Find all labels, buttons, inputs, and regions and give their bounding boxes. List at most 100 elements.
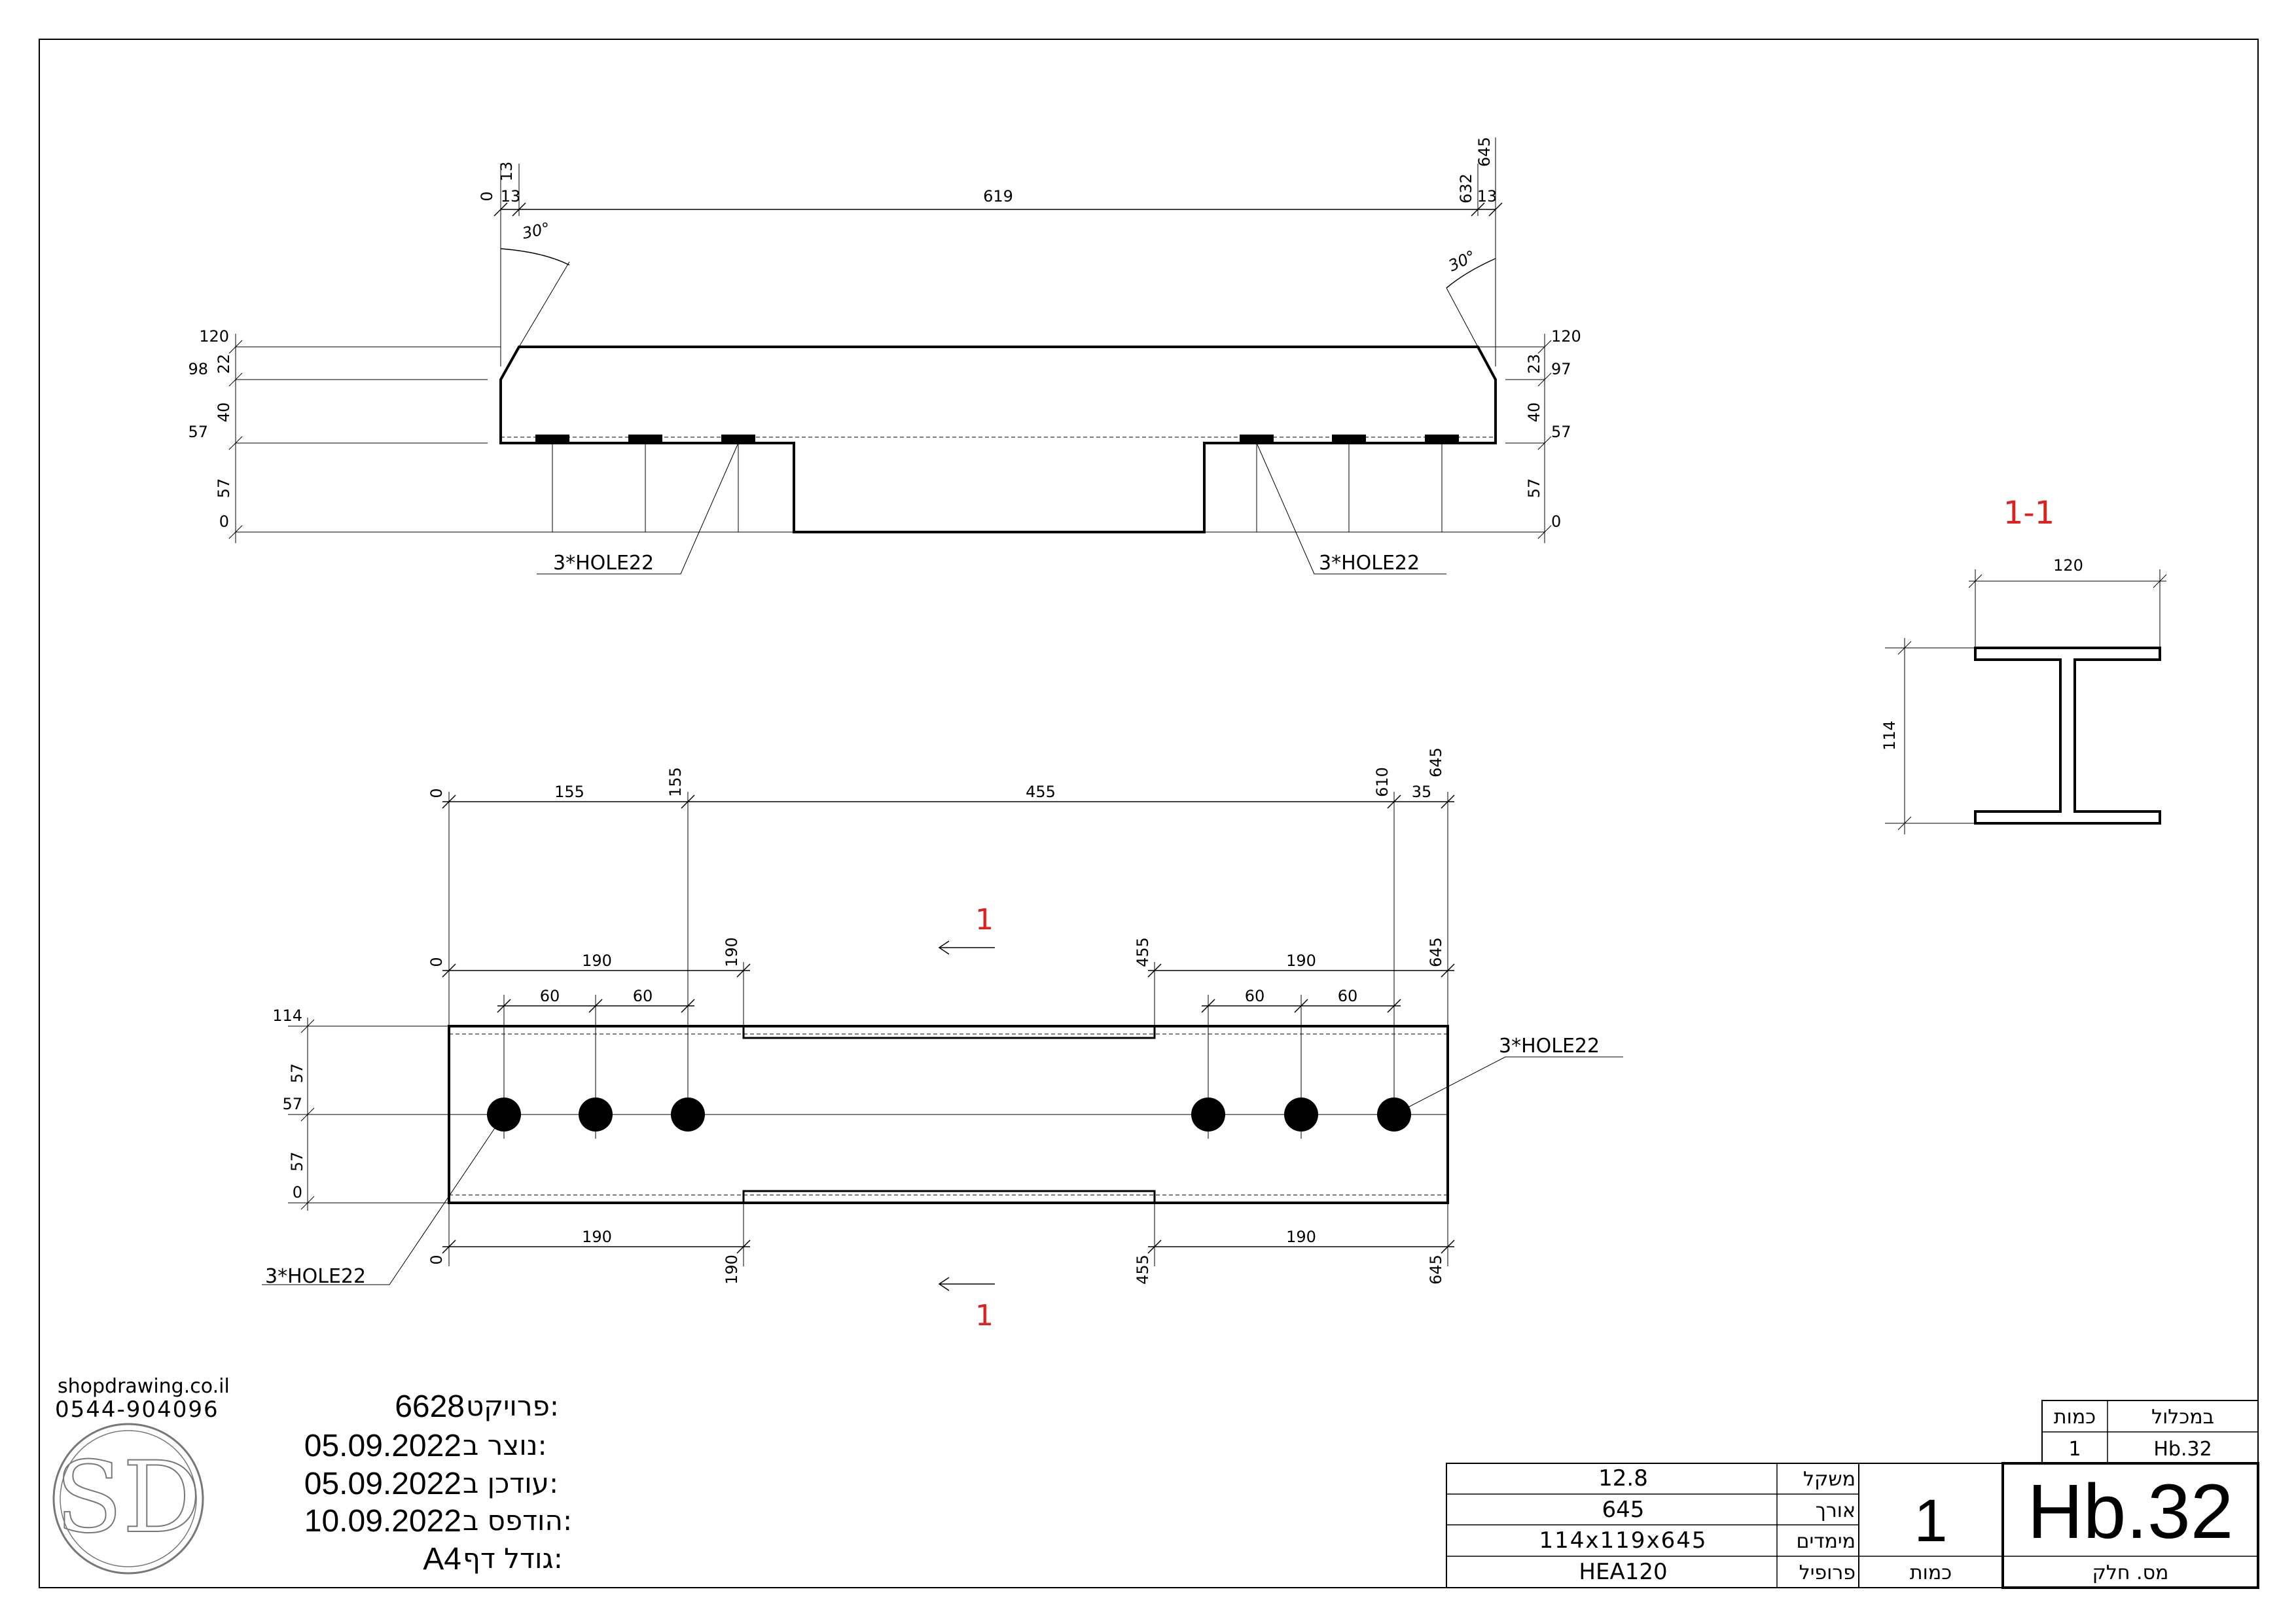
prop-row: 114x119x645 מימדים: [1539, 1527, 1856, 1554]
angle-left: 30°: [520, 219, 551, 243]
part-number: Hb.32: [2028, 1469, 2234, 1555]
section-labels: 1-1 120 114: [1880, 495, 2083, 751]
prop-profile-value: HEA120: [1579, 1559, 1667, 1585]
info-row: 10.09.2022 הודפס ב:: [304, 1504, 572, 1539]
fv-r2-190b: 190: [723, 937, 741, 967]
assembly-qty-header: כמות: [2054, 1406, 2096, 1429]
info-pagesize-value: A4: [423, 1542, 461, 1577]
fv-r2-645: 645: [1427, 937, 1445, 967]
hole-label-front-left: 3*HOLE22: [265, 1265, 366, 1288]
section-height: 114: [1880, 721, 1899, 751]
info-project-value: 6628: [395, 1389, 465, 1424]
dim-left-57b: 57: [215, 478, 233, 499]
fv-r2-190c: 190: [1286, 952, 1316, 970]
brand-phone: 0544-904096: [55, 1397, 219, 1423]
prop-length-label: אורך: [1816, 1499, 1856, 1522]
fv-r2-455: 455: [1134, 937, 1152, 967]
top-hole-marks: [535, 435, 1459, 444]
fv-b-455: 455: [1134, 1255, 1152, 1285]
fv-left-57c: 57: [288, 1152, 306, 1172]
prop-weight-value: 12.8: [1598, 1465, 1648, 1491]
fv-left-57b: 57: [282, 1095, 302, 1113]
info-row: A4 גודל דף:: [423, 1542, 563, 1577]
top-view: [228, 137, 1552, 575]
sd-logo: SD: [52, 1423, 204, 1575]
dim-right-0: 0: [1551, 512, 1561, 531]
info-project-label: פרויקט:: [466, 1390, 559, 1422]
fv-r3-60c: 60: [1245, 987, 1265, 1005]
dim-top-645: 645: [1475, 137, 1494, 167]
brand-website: shopdrawing.co.il: [58, 1375, 230, 1398]
section-width: 120: [2053, 556, 2083, 575]
info-created-value: 05.09.2022: [304, 1429, 461, 1463]
prop-row: 12.8 משקל: [1598, 1465, 1856, 1491]
prop-length-value: 645: [1602, 1497, 1645, 1523]
fv-left-57a: 57: [288, 1063, 306, 1084]
dim-left-98: 98: [188, 360, 208, 378]
fv-r3-60d: 60: [1338, 987, 1358, 1005]
dim-top-13a: 13: [497, 162, 516, 182]
dim-left-120: 120: [199, 327, 229, 346]
section-mark-bottom: 1: [975, 1299, 994, 1332]
fv-r2-190a: 190: [582, 952, 612, 970]
dim-right-97: 97: [1551, 360, 1571, 378]
hole-label-front-right: 3*HOLE22: [1499, 1035, 1600, 1058]
sheet-border: [39, 39, 2259, 1588]
info-row: 05.09.2022 נוצר ב:: [304, 1429, 547, 1463]
hole-label-top-right: 3*HOLE22: [1319, 552, 1420, 575]
fv-r1-0: 0: [427, 788, 446, 798]
logo-letters: SD: [55, 1441, 201, 1555]
fv-r1-645: 645: [1427, 747, 1445, 777]
fv-r1-610: 610: [1373, 767, 1391, 797]
section-arrow-bottom: [938, 1277, 995, 1291]
project-info: 6628 פרויקט: 05.09.2022 נוצר ב: 05.09.20…: [304, 1389, 572, 1577]
dim-left-57a: 57: [188, 423, 208, 441]
part-number-label: מס. חלק: [2092, 1561, 2169, 1584]
dim-right-57a: 57: [1551, 423, 1571, 441]
prop-profile-label: פרופיל: [1799, 1561, 1856, 1584]
title-block-text: 12.8 משקל 645 אורך 114x119x645 מימדים HE…: [1539, 1406, 2234, 1585]
dim-top-619: 619: [983, 187, 1013, 205]
dim-right-23: 23: [1525, 354, 1543, 374]
fv-r1-155b: 155: [666, 767, 685, 797]
dim-right-57b: 57: [1525, 478, 1543, 499]
dim-top-0: 0: [478, 191, 496, 201]
fv-r3-60b: 60: [633, 987, 653, 1005]
section-title: 1-1: [2003, 495, 2054, 531]
prop-dims-value: 114x119x645: [1539, 1527, 1708, 1554]
info-row: 05.09.2022 עודכן ב:: [304, 1467, 558, 1501]
top-view-labels: 0 13 13 619 632 645 13 30° 30° 120 98 22…: [188, 137, 1581, 575]
quantity-label: כמות: [1910, 1561, 1952, 1584]
dim-top-632: 632: [1457, 173, 1475, 204]
fv-b-190b: 190: [723, 1255, 741, 1285]
angle-right: 30°: [1446, 247, 1479, 275]
assembly-header: במכלול: [2151, 1406, 2214, 1429]
info-row: 6628 פרויקט:: [395, 1389, 559, 1424]
fv-left-114: 114: [272, 1007, 302, 1025]
front-view: [262, 792, 1623, 1291]
info-printed-value: 10.09.2022: [304, 1504, 461, 1539]
fv-r1-35: 35: [1412, 783, 1432, 801]
fv-r1-155a: 155: [554, 783, 584, 801]
title-block: [1446, 1400, 2259, 1589]
dim-right-120: 120: [1551, 327, 1581, 346]
fv-r2-0: 0: [427, 957, 446, 967]
fv-b-0: 0: [427, 1255, 446, 1264]
prop-row: HEA120 פרופיל: [1579, 1559, 1856, 1585]
prop-row: 645 אורך: [1602, 1497, 1856, 1523]
fv-r1-455: 455: [1026, 783, 1056, 801]
info-updated-label: עודכן ב:: [463, 1467, 558, 1499]
section-arrow-top: [938, 940, 995, 955]
section-mark-top: 1: [975, 903, 994, 936]
section-view: [1885, 569, 2167, 834]
fv-b-190c: 190: [1286, 1228, 1316, 1246]
assembly-value: Hb.32: [2153, 1438, 2212, 1461]
info-printed-label: הודפס ב:: [463, 1505, 572, 1537]
fv-b-645: 645: [1427, 1255, 1445, 1285]
assembly-qty: 1: [2068, 1438, 2081, 1461]
dim-left-0: 0: [219, 512, 229, 531]
info-updated-value: 05.09.2022: [304, 1467, 461, 1501]
fv-b-190a: 190: [582, 1228, 612, 1246]
fv-left-0: 0: [293, 1183, 302, 1202]
